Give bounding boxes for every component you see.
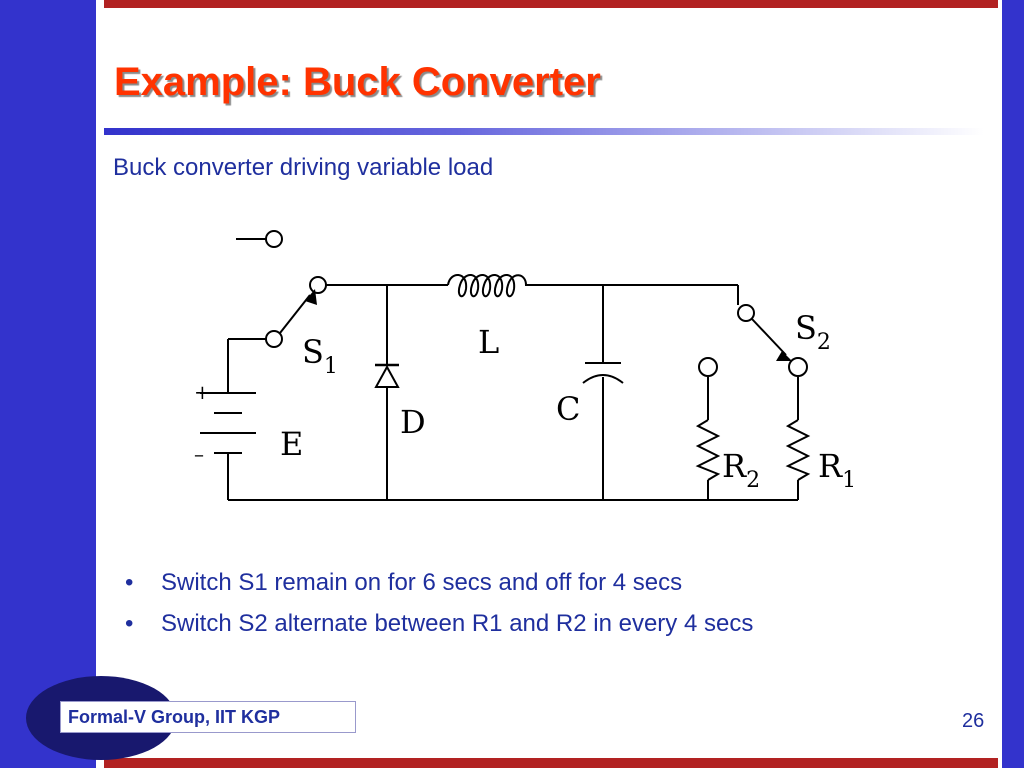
label-diode: D — [400, 403, 426, 441]
label-capacitor: C — [556, 390, 580, 428]
inductor-coil — [447, 274, 538, 298]
footer-label-box — [60, 701, 356, 733]
left-border-band — [0, 0, 96, 768]
s1-switch-blade — [279, 294, 311, 334]
resistor-r1-zigzag — [785, 419, 811, 481]
s2-switch-blade — [751, 318, 787, 356]
bullet-text: Switch S1 remain on for 6 secs and off f… — [161, 569, 683, 596]
s2-r2-terminal — [698, 357, 718, 377]
list-item: • Switch S1 remain on for 6 secs and off… — [125, 562, 753, 603]
slide-subtitle: Buck converter driving variable load — [113, 154, 494, 181]
diode-triangle — [374, 364, 400, 388]
label-plus: + — [194, 380, 211, 404]
s2-arrowhead — [776, 351, 792, 361]
s1-arrowhead — [305, 289, 317, 305]
s2-common-terminal — [737, 304, 755, 322]
list-item: • Switch S2 alternate between R1 and R2 … — [125, 603, 753, 644]
right-border-band — [1002, 0, 1024, 768]
resistor-r2-zigzag — [695, 419, 721, 481]
bullet-marker: • — [125, 569, 134, 596]
label-source: E — [280, 425, 303, 463]
bullet-list: • Switch S1 remain on for 6 secs and off… — [125, 562, 753, 644]
s2-r1-terminal — [788, 357, 808, 377]
capacitor-bottom-plate — [582, 374, 624, 384]
footer-group-label: Formal-V Group, IIT KGP — [68, 707, 281, 727]
page-number: 26 — [962, 710, 985, 732]
top-accent-bar — [104, 0, 998, 8]
bullet-text: Switch S2 alternate between R1 and R2 in… — [161, 610, 754, 637]
label-r1: R1 — [818, 447, 856, 493]
label-s1: S1 — [302, 333, 338, 379]
label-s2: S2 — [795, 309, 831, 355]
s1-output-terminal — [309, 276, 327, 294]
bullet-marker: • — [125, 610, 134, 637]
buck-converter-circuit-diagram: S1 S2 L D C E + – R2 R1 — [194, 230, 856, 501]
s1-common-terminal — [265, 330, 283, 348]
label-inductor: L — [478, 323, 499, 361]
label-r2: R2 — [722, 447, 760, 493]
label-minus: – — [194, 442, 204, 466]
slide-title: Example: Buck Converter — [114, 60, 601, 104]
bottom-accent-bar — [104, 758, 998, 768]
s1-upper-unused-terminal — [265, 230, 283, 248]
title-underline-rule — [104, 128, 984, 135]
